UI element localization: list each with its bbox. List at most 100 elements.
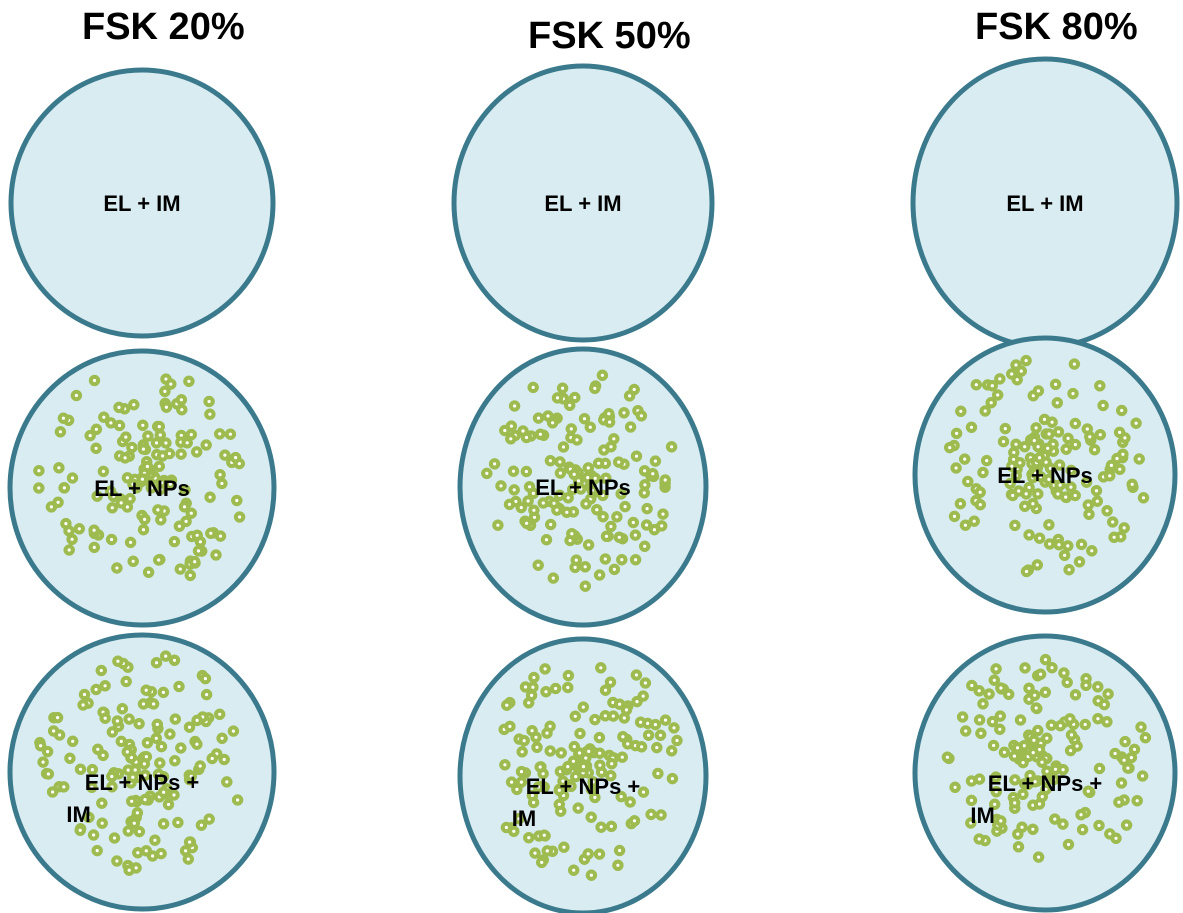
nanoparticle-center: [1040, 795, 1044, 799]
nanoparticle-center: [125, 505, 129, 509]
nanoparticle-center: [548, 459, 553, 463]
nanoparticle-center: [1057, 543, 1061, 547]
nanoparticle-center: [1071, 392, 1075, 396]
nanoparticle-center: [604, 534, 609, 538]
nanoparticle-center: [979, 731, 983, 735]
nanoparticle-center: [561, 779, 565, 783]
nanoparticle-center: [131, 559, 135, 563]
nanoparticle-center: [196, 549, 201, 553]
nanoparticle-center: [660, 524, 664, 528]
nanoparticle-center: [183, 488, 187, 492]
nanoparticle-center: [1141, 496, 1146, 500]
nanoparticle-center: [103, 716, 107, 720]
nanoparticle-center: [95, 494, 99, 498]
nanoparticle-center: [607, 412, 611, 416]
nanoparticle-center: [530, 793, 535, 798]
nanoparticle-center: [958, 502, 963, 506]
nanoparticle-center: [1086, 789, 1090, 793]
nanoparticle-center: [1122, 758, 1126, 762]
nanoparticle-center: [87, 815, 91, 820]
nanoparticle-center: [1034, 706, 1038, 710]
nanoparticle-center: [584, 502, 588, 506]
nanoparticle-center: [573, 395, 577, 400]
nanoparticle-center: [1037, 855, 1041, 859]
nanoparticle-center: [225, 780, 229, 784]
nanoparticle-center: [1073, 493, 1077, 498]
nanoparticle-center: [101, 753, 105, 758]
nanoparticle-center: [136, 851, 140, 855]
nanoparticle-center: [157, 425, 161, 429]
nanoparticle-center: [78, 767, 83, 771]
nanoparticle-center: [954, 466, 958, 470]
nanoparticle-center: [179, 433, 183, 438]
nanoparticle-center: [1066, 842, 1071, 847]
nanoparticle-center: [603, 557, 607, 561]
nanoparticle-center: [601, 515, 605, 519]
nanoparticle-center: [115, 719, 119, 723]
nanoparticle-center: [112, 836, 117, 840]
nanoparticle-center: [228, 432, 232, 436]
nanoparticle-center: [1062, 671, 1066, 675]
nanoparticle-center: [1055, 401, 1059, 405]
nanoparticle-center: [134, 866, 138, 870]
nanoparticle-center: [168, 482, 172, 486]
nanoparticle-center: [1111, 520, 1115, 524]
nanoparticle-center: [1026, 782, 1030, 786]
nanoparticle-center: [528, 485, 532, 489]
nanoparticle-center: [1123, 740, 1127, 744]
nanoparticle-center: [92, 833, 96, 837]
nanoparticle-center: [1027, 686, 1031, 690]
nanoparticle-center: [1143, 736, 1147, 740]
nanoparticle-center: [220, 736, 224, 740]
nanoparticle-center: [1058, 724, 1062, 728]
nanoparticle-center: [994, 790, 998, 794]
nanoparticle-center: [1047, 477, 1051, 481]
nanoparticle-center: [1096, 699, 1100, 703]
nanoparticle-center: [1014, 473, 1018, 478]
nanoparticle-center: [1045, 736, 1049, 740]
nanoparticle-center: [1028, 774, 1032, 778]
nanoparticle-center: [587, 749, 591, 754]
nanoparticle-center: [1027, 485, 1031, 490]
nanoparticle-center: [207, 399, 211, 404]
nanoparticle-center: [1054, 382, 1058, 386]
nanoparticle-center: [961, 715, 965, 719]
nanoparticle-center: [544, 690, 548, 694]
nanoparticle-center: [1095, 499, 1099, 503]
nanoparticle-center: [999, 819, 1003, 823]
nanoparticle-center: [92, 528, 96, 532]
nanoparticle-center: [554, 686, 558, 691]
nanoparticle-center: [1016, 845, 1021, 849]
nanoparticle-center: [523, 685, 528, 689]
nanoparticle-center: [235, 498, 239, 503]
nanoparticle-center: [1130, 482, 1134, 486]
nanoparticle-center: [195, 533, 199, 537]
nanoparticle-center: [945, 755, 950, 759]
dish-circle: [8, 67, 276, 339]
nanoparticle-center: [1106, 692, 1110, 696]
nanoparticle-center: [1031, 803, 1035, 807]
nanoparticle-center: [1087, 512, 1091, 516]
nanoparticle-center: [1085, 427, 1089, 431]
nanoparticle-center: [998, 377, 1002, 381]
nanoparticle-center: [990, 384, 994, 388]
nanoparticle-center: [130, 445, 134, 450]
nanoparticle-center: [670, 749, 674, 753]
nanoparticle-center: [1066, 436, 1070, 440]
nanoparticle-center: [512, 829, 516, 833]
nanoparticle-center: [511, 469, 516, 473]
nanoparticle-center: [39, 744, 43, 748]
nanoparticle-center: [204, 443, 208, 447]
nanoparticle-center: [163, 389, 167, 393]
nanoparticle-center: [586, 476, 590, 480]
nanoparticle-center: [526, 499, 530, 503]
nanoparticle-center: [209, 531, 213, 535]
nanoparticle-center: [1073, 443, 1077, 447]
nanoparticle-center: [565, 510, 569, 514]
nanoparticle-center: [145, 464, 149, 469]
nanoparticle-center: [1040, 760, 1044, 764]
nanoparticle-center: [1032, 439, 1036, 443]
nanoparticle-center: [531, 491, 536, 495]
nanoparticle-center: [152, 702, 156, 706]
nanoparticle-center: [586, 852, 590, 856]
